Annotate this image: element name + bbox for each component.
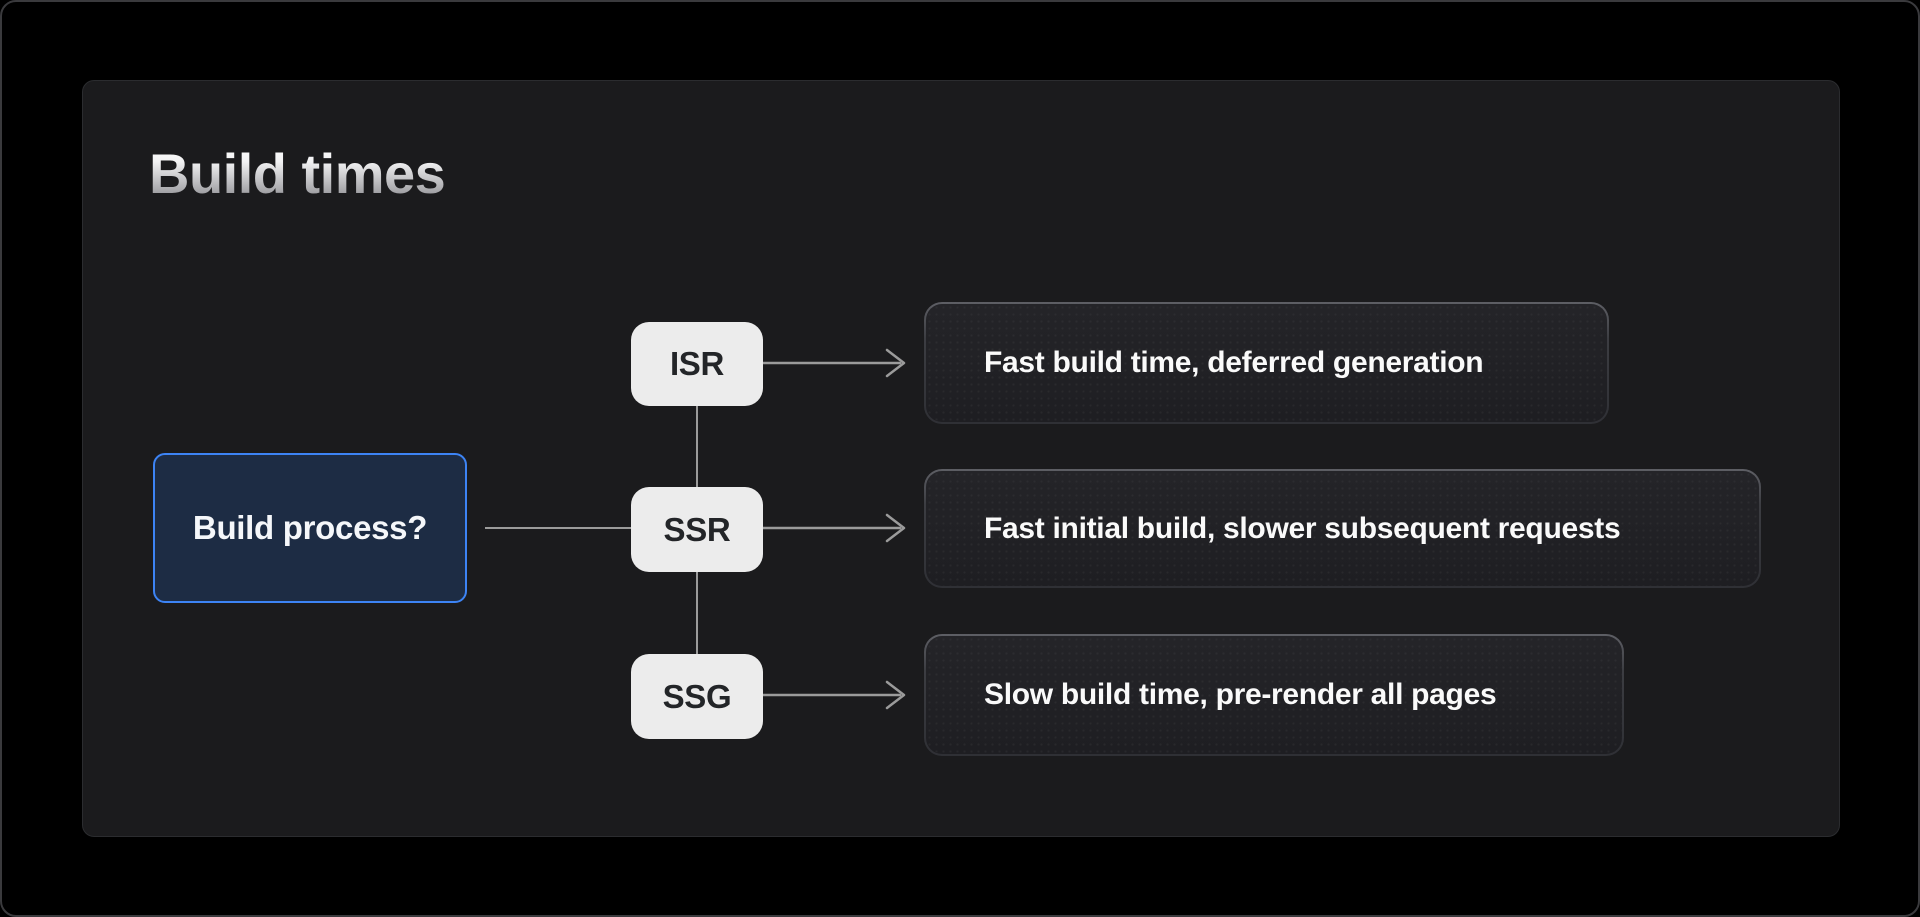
outcome-card-isr: Fast build time, deferred generation	[924, 302, 1609, 424]
outcome-card-ssr: Fast initial build, slower subsequent re…	[924, 469, 1761, 588]
decision-node-label: Build process?	[192, 509, 428, 546]
outcome-card-ssg: Slow build time, pre-render all pages	[924, 634, 1624, 756]
connector-ssr-to-ssg	[696, 572, 698, 654]
branch-node-label: SSG	[662, 677, 732, 715]
connector-isr-to-ssr	[696, 406, 698, 487]
branch-node-label: SSR	[663, 510, 731, 548]
page-title: Build times	[149, 142, 446, 205]
slide-card: Build times Build process? ISR SSR SSG	[82, 80, 1840, 837]
arrow-right-icon	[763, 347, 913, 379]
decision-node-build-process: Build process?	[153, 453, 467, 603]
branch-node-ssr: SSR	[631, 487, 763, 572]
branch-node-isr: ISR	[631, 322, 763, 406]
branch-node-ssg: SSG	[631, 654, 763, 739]
arrow-right-icon	[763, 512, 913, 544]
outcome-label: Slow build time, pre-render all pages	[984, 678, 1497, 711]
arrow-right-icon	[763, 679, 913, 711]
connector-root-to-branches	[485, 527, 631, 529]
branch-node-label: ISR	[669, 345, 725, 382]
outcome-label: Fast initial build, slower subsequent re…	[984, 511, 1621, 545]
outcome-label: Fast build time, deferred generation	[984, 346, 1484, 379]
